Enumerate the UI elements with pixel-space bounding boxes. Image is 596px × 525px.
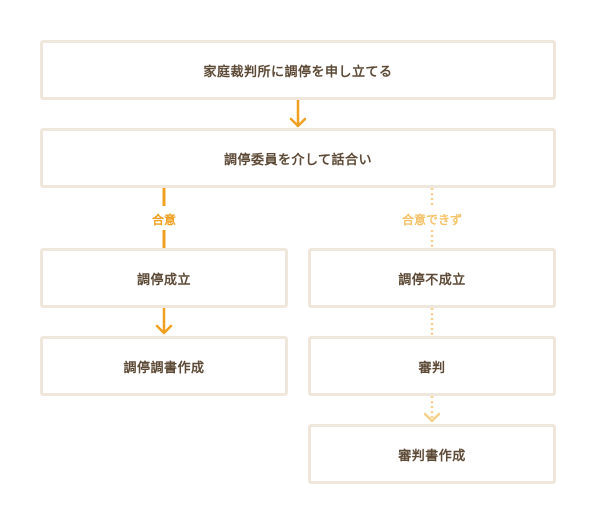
node-success: 調停成立 — [40, 248, 288, 308]
node-discussion: 調停委員を介して話合い — [40, 128, 556, 188]
node-trial-doc: 審判書作成 — [308, 424, 556, 484]
edge-label-no-agree: 合意できず — [401, 209, 463, 230]
arrow-success-to-doc — [155, 308, 173, 335]
node-trial: 審判 — [308, 336, 556, 396]
node-start: 家庭裁判所に調停を申し立てる — [40, 40, 556, 100]
node-success-doc: 調停調書作成 — [40, 336, 288, 396]
node-discussion-label: 調停委員を介して話合い — [223, 152, 373, 168]
arrow-trial-to-doc — [423, 396, 441, 423]
node-failure: 調停不成立 — [308, 248, 556, 308]
arrow-start-to-discussion — [289, 100, 307, 128]
node-success-doc-label: 調停調書作成 — [123, 360, 205, 376]
node-trial-doc-label: 審判書作成 — [398, 448, 466, 464]
node-trial-label: 審判 — [418, 360, 446, 376]
node-start-label: 家庭裁判所に調停を申し立てる — [203, 64, 393, 80]
node-success-label: 調停成立 — [136, 272, 191, 288]
edge-label-agree: 合意 — [151, 209, 177, 230]
node-failure-label: 調停不成立 — [398, 272, 466, 288]
